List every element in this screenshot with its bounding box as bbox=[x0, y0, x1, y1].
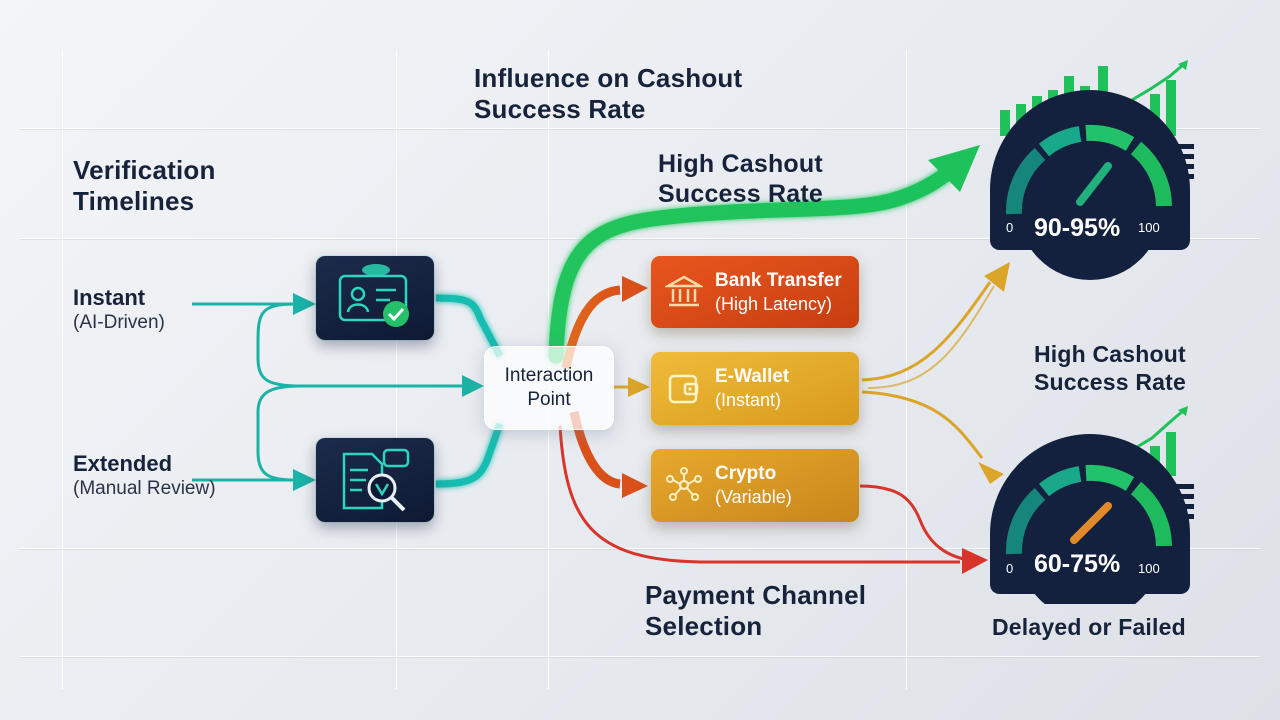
bank-transfer-subtitle: (High Latency) bbox=[715, 294, 833, 314]
id-verified-card bbox=[316, 256, 434, 340]
crypto-subtitle: (Variable) bbox=[715, 487, 792, 507]
low-gauge-max: 100 bbox=[1138, 561, 1160, 576]
low-success-gauge bbox=[990, 406, 1194, 604]
id-card-check-icon bbox=[338, 264, 409, 327]
diagram-title: Influence on Cashout Success Rate bbox=[474, 63, 742, 125]
high-success-top-line-2: Success Rate bbox=[658, 180, 823, 208]
gauge-needle bbox=[1076, 162, 1112, 206]
bank-transfer-card: Bank Transfer (High Latency) bbox=[651, 256, 859, 328]
network-icon bbox=[666, 467, 702, 501]
red-delayed-arrow bbox=[558, 425, 960, 564]
instant-to-interaction-arrow bbox=[256, 302, 470, 388]
extended-subtitle: (Manual Review) bbox=[73, 478, 216, 499]
title-line-2: Success Rate bbox=[474, 94, 646, 124]
gauge-needle bbox=[1070, 502, 1112, 544]
ewallet-card: E-Wallet (Instant) bbox=[651, 352, 859, 425]
grid-line bbox=[20, 128, 1260, 129]
high-success-label-top: High Cashout Success Rate bbox=[658, 149, 823, 209]
arrowhead bbox=[293, 293, 316, 315]
extended-to-review-arrow bbox=[256, 384, 301, 482]
ewallet-to-high-arrow bbox=[861, 281, 992, 382]
timelines-heading: Verification Timelines bbox=[73, 155, 216, 217]
grid-line bbox=[20, 548, 1260, 549]
grid-line bbox=[20, 656, 1260, 657]
high-success-label-right: High Cashout Success Rate bbox=[1034, 340, 1186, 396]
ewallet-to-low-arrow bbox=[861, 390, 984, 459]
timelines-heading-line-2: Timelines bbox=[73, 186, 195, 216]
instant-label: Instant (AI-Driven) bbox=[73, 285, 165, 335]
green-high-success-arrow bbox=[548, 157, 966, 364]
title-line-1: Influence on Cashout bbox=[474, 63, 743, 93]
id-card-to-interaction-flow bbox=[435, 294, 504, 358]
bank-transfer-title: Bank Transfer bbox=[715, 270, 842, 291]
high-success-top-line-1: High Cashout bbox=[658, 150, 823, 178]
ewallet-title: E-Wallet bbox=[715, 366, 790, 387]
arrowhead bbox=[462, 375, 484, 397]
ewallet-subtitle: (Instant) bbox=[715, 390, 782, 410]
low-gauge-min: 0 bbox=[1006, 561, 1014, 576]
yellow-to-ewallet-arrow bbox=[628, 377, 650, 397]
crypto-title: Crypto bbox=[715, 463, 777, 484]
low-gauge-value: 60-75% bbox=[1034, 550, 1121, 578]
arrowhead bbox=[293, 469, 316, 491]
extended-title: Extended bbox=[73, 451, 173, 476]
channels-heading-line-2: Selection bbox=[645, 611, 763, 641]
teal-flows bbox=[192, 302, 470, 482]
grid-line bbox=[20, 238, 1260, 239]
crypto-to-low-arrow bbox=[859, 484, 969, 562]
delayed-or-failed-label: Delayed or Failed bbox=[992, 614, 1186, 640]
high-gauge-min: 0 bbox=[1006, 220, 1014, 235]
grid-line bbox=[62, 50, 63, 690]
interaction-point: Interaction Point bbox=[484, 346, 614, 430]
bank-icon bbox=[665, 275, 703, 307]
high-success-right-line-2: Success Rate bbox=[1034, 369, 1186, 395]
wallet-icon bbox=[668, 374, 699, 404]
manual-review-card bbox=[316, 438, 434, 522]
document-search-icon bbox=[342, 448, 410, 512]
high-success-right-line-1: High Cashout bbox=[1034, 341, 1186, 367]
high-gauge-value: 90-95% bbox=[1034, 214, 1121, 242]
instant-subtitle: (AI-Driven) bbox=[73, 312, 165, 333]
interaction-point-line-2: Point bbox=[527, 389, 571, 410]
crypto-card: Crypto (Variable) bbox=[651, 449, 859, 522]
grid-line bbox=[396, 50, 397, 690]
high-gauge-max: 100 bbox=[1138, 220, 1160, 235]
green-arrowhead bbox=[928, 145, 980, 192]
extended-label: Extended (Manual Review) bbox=[73, 451, 216, 501]
interaction-point-line-1: Interaction bbox=[504, 365, 594, 386]
channels-heading: Payment Channel Selection bbox=[645, 580, 866, 642]
instant-title: Instant bbox=[73, 285, 146, 310]
review-to-interaction-flow bbox=[435, 422, 504, 488]
channels-heading-line-1: Payment Channel bbox=[645, 580, 867, 610]
high-success-gauge bbox=[990, 60, 1194, 280]
timelines-heading-line-1: Verification bbox=[73, 155, 216, 185]
